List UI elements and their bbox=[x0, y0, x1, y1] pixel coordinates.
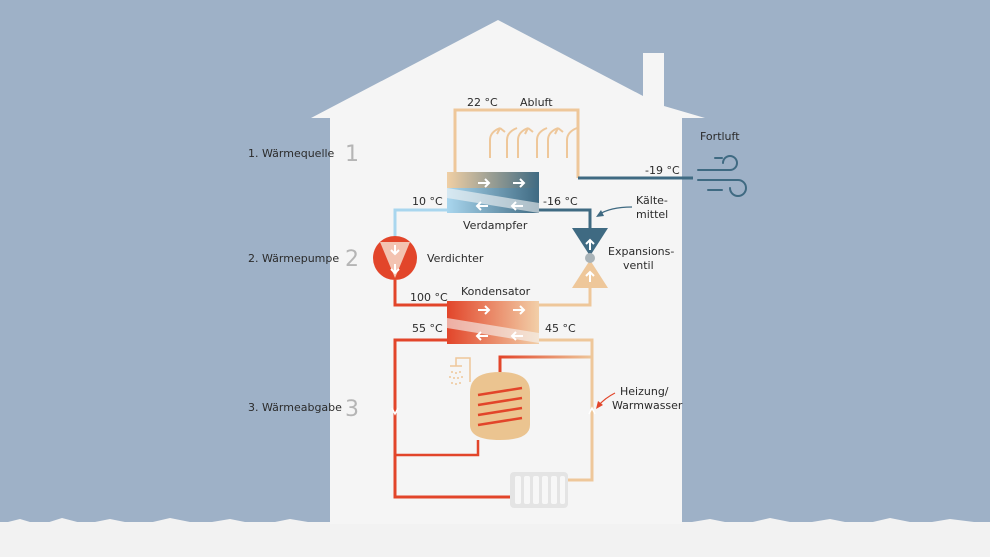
heizung-label-2: Warmwasser bbox=[612, 399, 683, 412]
warm-liquid-pipe bbox=[539, 286, 592, 307]
heating-supply-pipe bbox=[393, 338, 510, 499]
evaporator bbox=[447, 172, 539, 213]
rising-air-icon bbox=[489, 127, 578, 158]
stage-2-number: 2 bbox=[345, 247, 359, 272]
stage-1-label: 1. Wärmequelle bbox=[248, 147, 335, 160]
tank-coil-pipe bbox=[498, 355, 592, 372]
temp-10: 10 °C bbox=[412, 195, 443, 208]
exhaust-air-loop bbox=[453, 108, 580, 178]
cold-suction-pipe bbox=[393, 208, 447, 236]
hot-water-tank bbox=[470, 372, 530, 440]
verdichter-label: Verdichter bbox=[427, 252, 484, 265]
condenser bbox=[447, 301, 539, 344]
expansion-valve-icon bbox=[572, 228, 608, 288]
heating-return-pipe bbox=[539, 338, 594, 482]
temp-22: 22 °C bbox=[467, 96, 498, 109]
wind-icon bbox=[697, 155, 747, 197]
stage-3-number: 3 bbox=[345, 397, 359, 422]
tank-supply-branch bbox=[395, 440, 480, 457]
expansionsventil-label-1: Expansions- bbox=[608, 245, 674, 258]
cold-return-pipe bbox=[539, 208, 592, 228]
radiator-icon bbox=[510, 472, 568, 508]
shower-icon bbox=[449, 357, 471, 385]
evaporator-flow-arrow bbox=[478, 178, 491, 188]
heating-coil bbox=[477, 386, 523, 427]
abluft-label: Abluft bbox=[520, 96, 553, 109]
condenser-flow-arrow bbox=[478, 305, 491, 315]
temp-minus-16: -16 °C bbox=[543, 195, 578, 208]
expansionsventil-label-2: ventil bbox=[623, 259, 654, 272]
temp-55: 55 °C bbox=[412, 322, 443, 335]
house bbox=[311, 20, 705, 524]
verdampfer-label: Verdampfer bbox=[463, 219, 528, 232]
temp-100: 100 °C bbox=[410, 291, 448, 304]
temp-minus-19: -19 °C bbox=[645, 164, 680, 177]
hot-pressure-pipe bbox=[393, 280, 447, 307]
kaeltemittel-label-2: mittel bbox=[636, 208, 668, 221]
fortluft-label: Fortluft bbox=[700, 130, 740, 143]
kondensator-label: Kondensator bbox=[461, 285, 531, 298]
temp-45: 45 °C bbox=[545, 322, 576, 335]
stage-1-number: 1 bbox=[345, 142, 359, 167]
heizung-label-1: Heizung/ bbox=[620, 385, 669, 398]
stage-3-label: 3. Wärmeabgabe bbox=[248, 401, 342, 414]
stage-2-label: 2. Wärmepumpe bbox=[248, 252, 339, 265]
kaeltemittel-label-1: Kälte- bbox=[636, 194, 668, 207]
compressor-icon bbox=[373, 236, 417, 280]
